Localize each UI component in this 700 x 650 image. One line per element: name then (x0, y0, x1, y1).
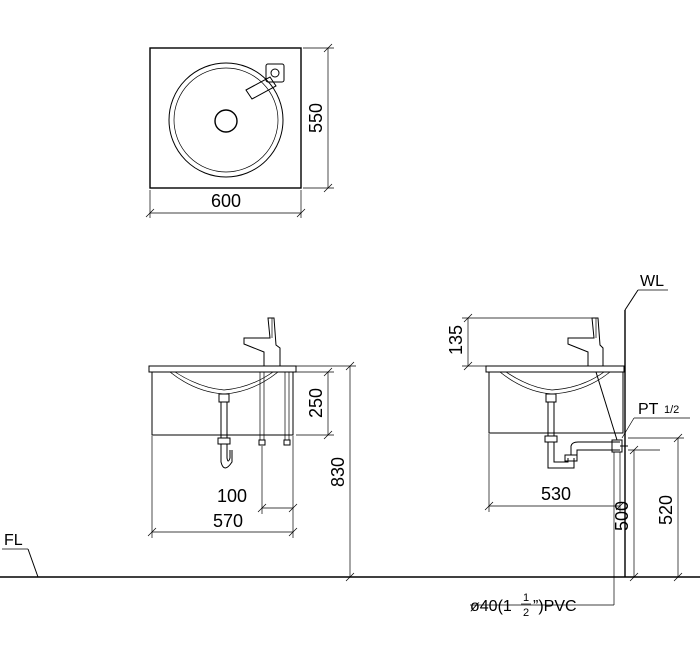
drain-label-denominator: 2 (523, 607, 529, 619)
wall-label: WL (640, 273, 664, 290)
side-depth-label: 530 (541, 484, 571, 504)
side-supply-height-dimension (628, 433, 684, 582)
front-faucet-icon (243, 317, 281, 367)
drain-label-numerator: 1 (523, 592, 529, 604)
side-depth-dimension (484, 434, 625, 512)
front-cabinet-height-label: 250 (306, 388, 326, 418)
front-basin-curve (169, 371, 279, 395)
front-cabinet-body (151, 371, 294, 436)
drain-label-main: ø40(1 (470, 598, 512, 615)
front-width-dimension (147, 436, 298, 538)
drain-hole (214, 109, 238, 133)
front-width-label: 570 (213, 511, 243, 531)
front-supply-lines (258, 372, 291, 446)
top-depth-label: 550 (306, 103, 326, 133)
basin-outer-rim (168, 62, 284, 178)
side-view: 135 530 500 520 (446, 289, 690, 606)
side-supply-hose (595, 371, 618, 441)
top-width-label: 600 (211, 191, 241, 211)
side-faucet-height-dimension (462, 313, 592, 371)
top-view-countertop (149, 47, 302, 189)
front-cabinet-height-dimension (296, 367, 334, 440)
front-drain-pipe (217, 393, 233, 469)
side-drain-pipe (544, 393, 628, 469)
top-depth-dimension (303, 43, 334, 193)
side-faucet-height-label: 135 (446, 325, 466, 355)
basin-inner-rim (173, 67, 279, 173)
side-supply-height-label: 520 (656, 495, 676, 525)
front-total-height-label: 830 (328, 457, 348, 487)
front-countertop (148, 365, 297, 373)
faucet-top-icon (245, 63, 285, 100)
side-outlet-height-dimension (628, 445, 660, 582)
front-total-height-dimension (296, 361, 356, 582)
side-cabinet-body (488, 371, 624, 434)
supply-label-main: PT (638, 401, 659, 418)
side-outlet-height-label: 500 (612, 501, 632, 531)
side-faucet-icon (567, 317, 604, 367)
side-countertop (485, 365, 625, 373)
drain-label-suffix: ”)PVC (533, 598, 577, 615)
floor-label: FL (4, 532, 23, 549)
front-offset-dimension (257, 436, 298, 538)
side-basin-curve (499, 371, 611, 395)
supply-label-fraction: 1/2 (664, 404, 679, 416)
drain-pipe-label: ø40(1 1 2 ”)PVC (470, 592, 577, 619)
front-offset-label: 100 (217, 486, 247, 506)
front-view: 100 570 250 830 (147, 317, 356, 582)
top-width-dimension (145, 190, 306, 218)
top-view: 600 550 (145, 43, 334, 218)
